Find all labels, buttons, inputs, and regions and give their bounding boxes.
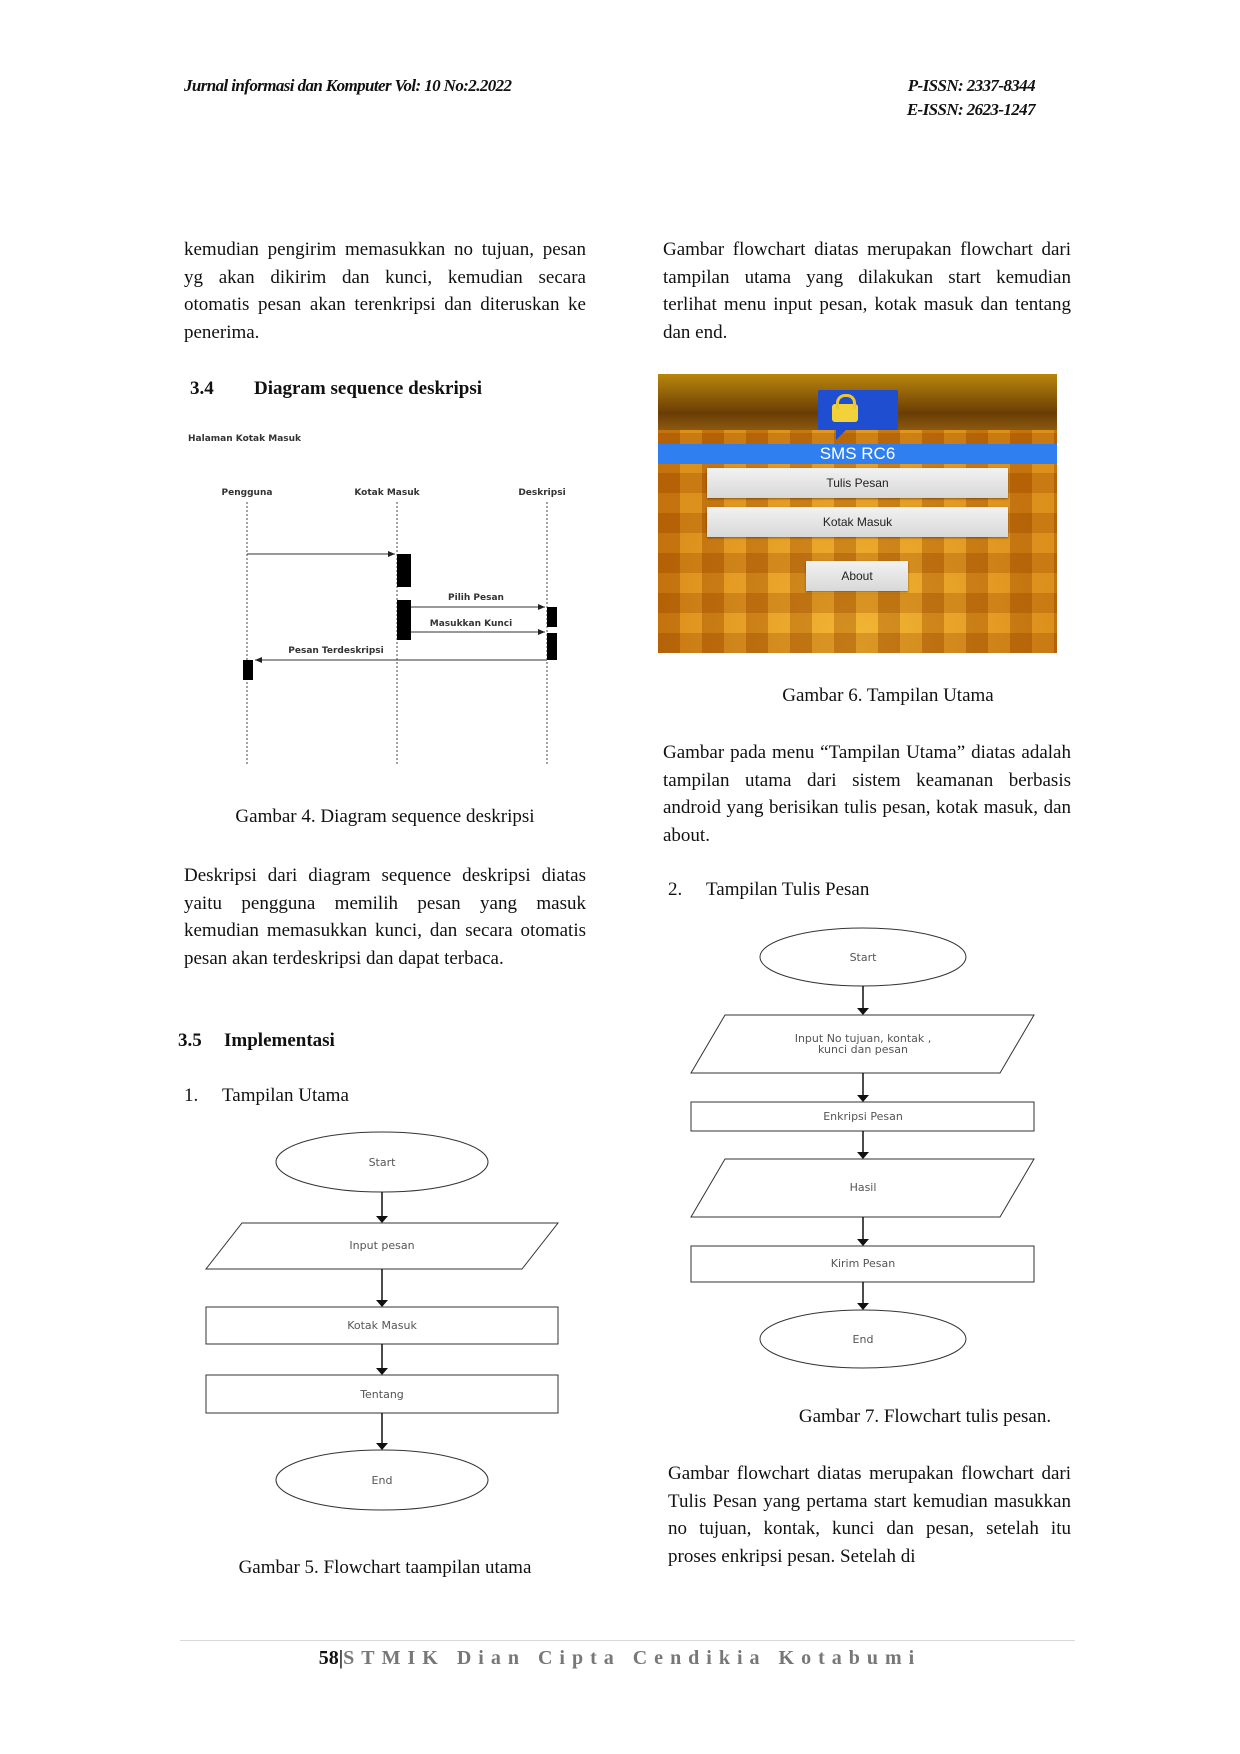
flow-input-pesan bbox=[204, 1222, 560, 1270]
activation-box bbox=[547, 633, 557, 660]
message-pilih-pesan: Pilih Pesan bbox=[448, 593, 504, 603]
section-3-4-number: 3.4 bbox=[190, 378, 214, 399]
list-number-1: 1. bbox=[184, 1085, 199, 1106]
right-paragraph-1: Gambar flowchart diatas merupakan flowch… bbox=[663, 239, 1071, 344]
caption-gambar-6: Gambar 6. Tampilan Utama bbox=[782, 685, 994, 706]
activation-box bbox=[243, 660, 253, 680]
arrowhead-icon bbox=[857, 1095, 869, 1102]
arrowhead-icon bbox=[376, 1216, 388, 1223]
flow2-hasil-label: Hasil bbox=[850, 1181, 877, 1194]
list-number-2: 2. bbox=[668, 879, 683, 900]
message-pesan-terdeskripsi: Pesan Terdeskripsi bbox=[288, 646, 383, 656]
flow2-end bbox=[759, 1309, 967, 1369]
left-paragraph-1: kemudian pengirim memasukkan no tujuan, … bbox=[184, 239, 586, 344]
actor-kotak-masuk: Kotak Masuk bbox=[354, 488, 420, 498]
arrowhead-icon bbox=[857, 1008, 869, 1015]
flow-end bbox=[275, 1449, 489, 1511]
lock-message-icon bbox=[818, 390, 898, 440]
message-masukkan-kunci: Masukkan Kunci bbox=[430, 619, 512, 629]
caption-gambar-5: Gambar 5. Flowchart taampilan utama bbox=[238, 1557, 532, 1578]
kotak-masuk-button[interactable]: Kotak Masuk bbox=[707, 507, 1008, 537]
flow2-start-label: Start bbox=[850, 951, 878, 964]
sequence-diagram: Halaman Kotak Masuk Pengguna Kotak Masuk… bbox=[188, 434, 566, 766]
journal-title: Jurnal informasi dan Komputer Vol: 10 No… bbox=[184, 76, 512, 95]
flow2-enkripsi-label: Enkripsi Pesan bbox=[823, 1110, 903, 1123]
list-item-tampilan-utama: Tampilan Utama bbox=[222, 1085, 349, 1106]
sequence-title: Halaman Kotak Masuk bbox=[188, 434, 302, 444]
arrowhead-icon bbox=[857, 1303, 869, 1310]
flow2-input bbox=[690, 1014, 1035, 1074]
arrowhead-icon bbox=[376, 1300, 388, 1307]
right-paragraph-3: Gambar flowchart diatas merupakan flowch… bbox=[668, 1463, 1071, 1568]
section-3-4-title: Diagram sequence deskripsi bbox=[254, 378, 482, 399]
section-3-5-title: Implementasi bbox=[224, 1030, 335, 1051]
flow-start-label: Start bbox=[369, 1156, 397, 1169]
footer-divider bbox=[180, 1640, 1075, 1641]
flow2-end-label: End bbox=[853, 1333, 874, 1346]
list-item-tampilan-tulis-pesan: Tampilan Tulis Pesan bbox=[706, 879, 870, 900]
actor-pengguna: Pengguna bbox=[222, 488, 273, 498]
caption-gambar-4: Gambar 4. Diagram sequence deskripsi bbox=[235, 806, 535, 827]
flow2-kirim-label: Kirim Pesan bbox=[831, 1257, 896, 1270]
caption-gambar-7: Gambar 7. Flowchart tulis pesan. bbox=[798, 1406, 1052, 1427]
app-title-bar: SMS RC6 bbox=[658, 444, 1057, 464]
flow2-kirim-pesan bbox=[690, 1245, 1035, 1283]
left-paragraph-2: Deskripsi dari diagram sequence deskrips… bbox=[184, 865, 586, 970]
arrowhead-icon bbox=[376, 1368, 388, 1375]
e-issn: E-ISSN: 2623-1247 bbox=[906, 100, 1036, 119]
activation-box bbox=[397, 554, 411, 587]
flow-tentang bbox=[205, 1374, 559, 1414]
actor-deskripsi: Deskripsi bbox=[518, 488, 565, 498]
flow2-hasil bbox=[690, 1158, 1035, 1218]
footer-institution: STMIK Dian Cipta Cendikia Kotabumi bbox=[343, 1647, 922, 1669]
p-issn: P-ISSN: 2337-8344 bbox=[907, 76, 1036, 95]
flow-tentang-label: Tentang bbox=[359, 1388, 404, 1401]
flow2-input-label-line2: kunci dan pesan bbox=[818, 1043, 908, 1056]
flow-end-label: End bbox=[372, 1474, 393, 1487]
flow-input-label: Input pesan bbox=[349, 1239, 414, 1252]
footer-separator: | bbox=[338, 1647, 344, 1669]
section-3-5-number: 3.5 bbox=[178, 1030, 202, 1051]
arrowhead-icon bbox=[857, 1152, 869, 1159]
right-paragraph-2: Gambar pada menu “Tampilan Utama” diatas… bbox=[663, 742, 1071, 847]
tulis-pesan-button[interactable]: Tulis Pesan bbox=[707, 468, 1008, 498]
app-screenshot-tampilan-utama: SMS RC6 Tulis Pesan Kotak Masuk About bbox=[658, 374, 1057, 653]
page-number: 58 bbox=[318, 1647, 339, 1669]
activation-box bbox=[547, 607, 557, 627]
flow2-input-label-line1: Input No tujuan, kontak , bbox=[795, 1032, 932, 1045]
flowchart-tulis-pesan: Start Input No tujuan, kontak , kunci da… bbox=[690, 927, 1035, 1369]
flowchart-tampilan-utama: Start Input pesan Kotak Masuk Tentang En… bbox=[204, 1131, 560, 1511]
footer: 58|STMIK Dian Cipta Cendikia Kotabumi bbox=[0, 1647, 1240, 1670]
arrowhead-icon bbox=[857, 1239, 869, 1246]
flow-kotak-masuk-label: Kotak Masuk bbox=[347, 1319, 417, 1332]
about-button[interactable]: About bbox=[806, 561, 908, 591]
activation-box bbox=[397, 600, 411, 640]
arrowhead-icon bbox=[376, 1443, 388, 1450]
flow-kotak-masuk bbox=[205, 1306, 559, 1345]
